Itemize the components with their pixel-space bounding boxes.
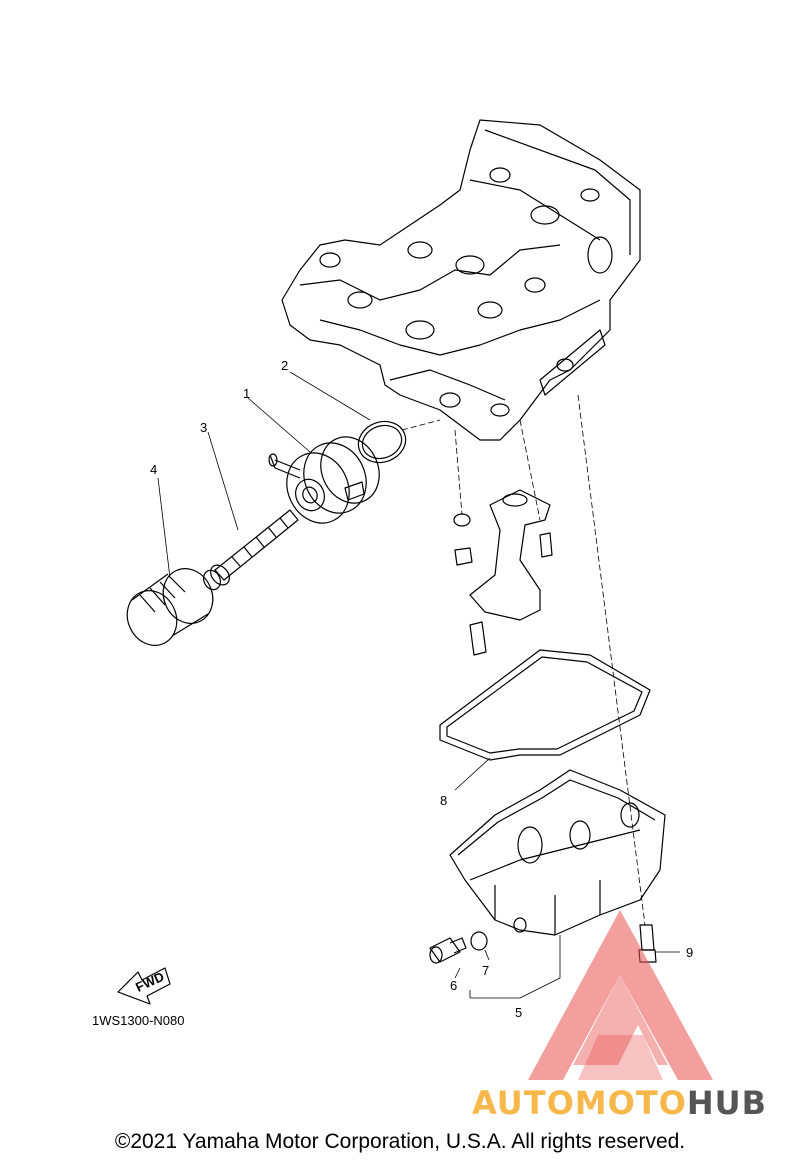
callout-9: 9 bbox=[686, 945, 693, 960]
callout-3: 3 bbox=[200, 420, 207, 435]
callout-6: 6 bbox=[450, 978, 457, 993]
oil-pan-gasket bbox=[439, 649, 651, 761]
callout-4: 4 bbox=[150, 462, 157, 477]
callout-8: 8 bbox=[440, 793, 447, 808]
union-bolt bbox=[210, 509, 299, 586]
automotohub-logo-icon bbox=[528, 910, 713, 1080]
gasket-washer bbox=[470, 931, 488, 951]
crankcase-lower bbox=[281, 119, 641, 441]
oil-pan bbox=[449, 769, 666, 936]
fwd-arrow-icon bbox=[117, 967, 171, 1005]
watermark-text: AUTOMOTOHUB bbox=[472, 1084, 768, 1122]
callout-5: 5 bbox=[515, 1005, 522, 1020]
callout-1: 1 bbox=[243, 386, 250, 401]
copyright-notice: ©2021 Yamaha Motor Corporation, U.S.A. A… bbox=[114, 1130, 686, 1153]
callout-2: 2 bbox=[281, 358, 288, 373]
diagram-code: 1WS1300-N080 bbox=[92, 1013, 185, 1028]
callout-7: 7 bbox=[482, 963, 489, 978]
drain-bolt bbox=[429, 937, 467, 964]
oil-strainer bbox=[453, 489, 553, 656]
oil-cooler bbox=[268, 436, 380, 524]
o-ring bbox=[357, 420, 407, 464]
oil-filter bbox=[126, 568, 221, 646]
